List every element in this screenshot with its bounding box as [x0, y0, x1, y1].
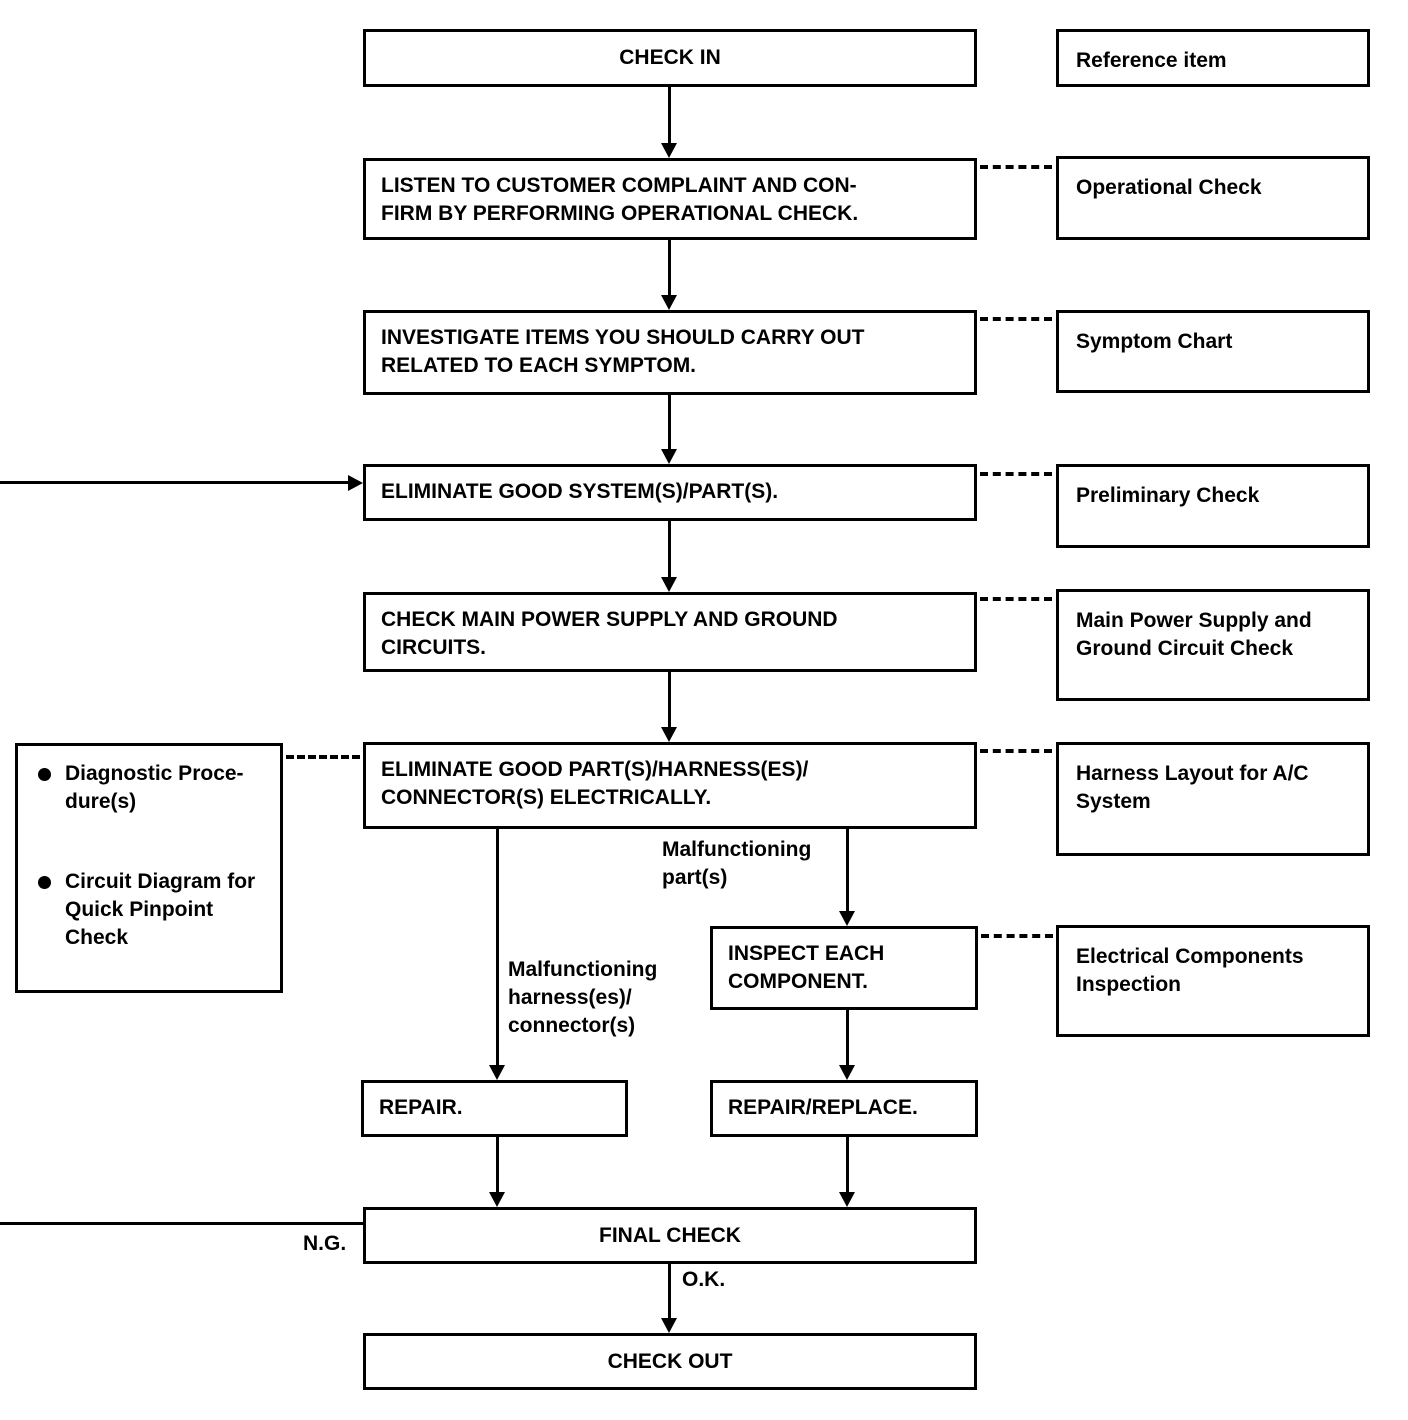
list-item: Diagnostic Proce- dure(s) [32, 760, 270, 816]
dashed-connector-eliminate-part-harness [980, 749, 1052, 753]
dashed-connector-eliminate-system-preliminary [980, 472, 1052, 476]
arrowhead-down-icon [661, 295, 677, 310]
reference-box-preliminary-check: Preliminary Check [1056, 464, 1370, 548]
arrowhead-down-icon [661, 449, 677, 464]
reference-box-operational-check: Operational Check [1056, 156, 1370, 240]
connector-ng-return-top [0, 481, 348, 484]
arrowhead-down-icon [661, 1318, 677, 1333]
connector-eliminate-part-repair [496, 828, 499, 1066]
arrowhead-down-icon [661, 727, 677, 742]
flow-box-eliminate-part: ELIMINATE GOOD PART(S)/HARNESS(ES)/ CONN… [363, 742, 977, 829]
connector-checkin-listen [668, 87, 671, 144]
branch-label-malfunctioning-parts: Malfunctioning part(s) [662, 838, 812, 889]
connector-listen-investigate [668, 240, 671, 296]
reference-box-electrical-components: Electrical Components Inspection [1056, 925, 1370, 1037]
connector-inspect-repair-replace [846, 1010, 849, 1066]
ok-label: O.K. [682, 1268, 726, 1291]
list-item: Circuit Diagram for Quick Pinpoint Check [32, 868, 270, 952]
arrowhead-down-icon [839, 1065, 855, 1080]
connector-check-power-eliminate-part [668, 672, 671, 728]
connector-ng-return-bottom [0, 1222, 365, 1225]
reference-header-box: Reference item [1056, 29, 1370, 87]
arrowhead-down-icon [661, 577, 677, 592]
flow-box-check-out: CHECK OUT [363, 1333, 977, 1390]
flow-box-listen: LISTEN TO CUSTOMER COMPLAINT AND CON- FI… [363, 158, 977, 240]
arrowhead-down-icon [839, 1192, 855, 1207]
flow-box-repair-replace: REPAIR/REPLACE. [710, 1080, 978, 1137]
dashed-connector-listen-operational [980, 165, 1052, 169]
dashed-connector-inspect-electrical [981, 934, 1053, 938]
reference-box-harness-layout: Harness Layout for A/C System [1056, 742, 1370, 856]
side-panel: Diagnostic Proce- dure(s) Circuit Diagra… [15, 743, 283, 993]
connector-eliminate-part-inspect [846, 828, 849, 912]
dashed-connector-panel-eliminate-part [286, 755, 360, 759]
flow-box-inspect-component: INSPECT EACH COMPONENT. [710, 926, 978, 1010]
flow-box-final-check: FINAL CHECK [363, 1207, 977, 1264]
arrowhead-down-icon [839, 911, 855, 926]
reference-box-main-power: Main Power Supply and Ground Circuit Che… [1056, 589, 1370, 701]
connector-final-check-check-out [668, 1264, 671, 1319]
connector-repair-final-check [496, 1137, 499, 1193]
branch-label-malfunctioning-harness: Malfunctioning harness(es)/ connector(s) [508, 958, 658, 1037]
arrowhead-down-icon [661, 143, 677, 158]
connector-eliminate-system-check-power [668, 521, 671, 578]
side-panel-item-label: Circuit Diagram for Quick Pinpoint Check [65, 870, 256, 949]
dashed-connector-investigate-symptom [980, 317, 1052, 321]
bullet-icon [38, 768, 51, 781]
arrowhead-down-icon [489, 1065, 505, 1080]
arrowhead-right-icon [348, 475, 363, 491]
bullet-icon [38, 876, 51, 889]
flow-box-eliminate-system: ELIMINATE GOOD SYSTEM(S)/PART(S). [363, 464, 977, 521]
arrowhead-down-icon [489, 1192, 505, 1207]
ng-label: N.G. [303, 1232, 347, 1255]
flow-box-investigate: INVESTIGATE ITEMS YOU SHOULD CARRY OUT R… [363, 310, 977, 395]
flow-box-check-power: CHECK MAIN POWER SUPPLY AND GROUND CIRCU… [363, 592, 977, 672]
side-panel-item-label: Diagnostic Proce- dure(s) [65, 762, 244, 813]
flow-box-repair: REPAIR. [361, 1080, 628, 1137]
flow-box-check-in: CHECK IN [363, 29, 977, 87]
dashed-connector-check-power-main-power [980, 597, 1052, 601]
connector-investigate-eliminate-system [668, 395, 671, 450]
reference-box-symptom-chart: Symptom Chart [1056, 310, 1370, 393]
connector-repair-replace-final-check [846, 1137, 849, 1193]
